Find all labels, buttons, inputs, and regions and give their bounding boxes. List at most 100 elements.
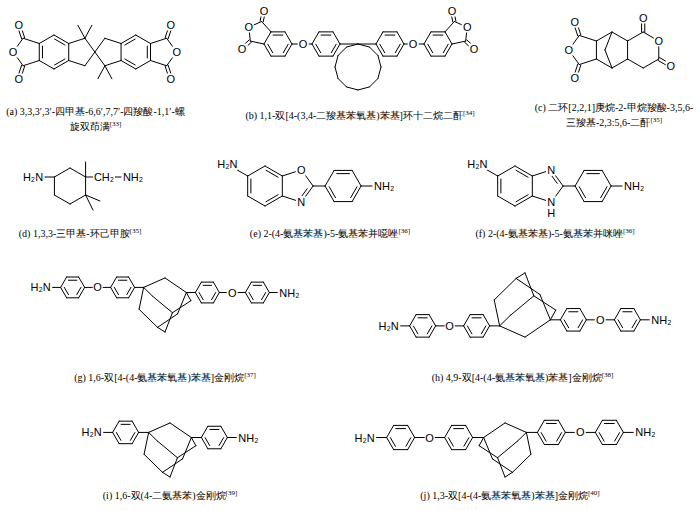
bond-line xyxy=(319,56,333,57)
bond-line xyxy=(584,432,595,433)
bond-line xyxy=(605,50,612,68)
bond-line xyxy=(516,273,525,279)
bond-line xyxy=(266,170,278,177)
bond-line xyxy=(54,35,69,44)
bond-line xyxy=(395,44,400,52)
bond-line xyxy=(596,59,612,68)
bond-line xyxy=(557,433,562,441)
bond-line xyxy=(165,313,172,332)
bond-line xyxy=(157,441,177,458)
bond-line xyxy=(85,177,86,195)
bond-line xyxy=(319,31,333,32)
bond-line xyxy=(445,438,452,450)
atom-label: O xyxy=(14,73,25,84)
bond-line xyxy=(433,35,443,36)
figure-caption: (b) 1,1-双[4-(3,4-二羧基苯氧基)苯基]环十二烷二酐[34] xyxy=(225,108,495,123)
bond-line xyxy=(39,61,54,70)
bond-line xyxy=(424,44,431,56)
bond-line xyxy=(490,325,500,326)
bond-line xyxy=(525,320,550,337)
bond-line xyxy=(516,170,528,177)
bond-line xyxy=(23,38,39,43)
bond-line xyxy=(125,39,135,45)
bond-line xyxy=(253,285,261,286)
bond-line xyxy=(165,278,186,293)
bond-line xyxy=(416,337,429,338)
bond-line xyxy=(338,47,346,55)
bond-line xyxy=(68,280,76,281)
figure-caption: (f) 2-(4-氨基苯基)-5-氨基苯并咪唑[36] xyxy=(440,226,670,241)
figure-caption: (d) 1,3,3-三甲基-环己甲胺[35] xyxy=(5,226,155,241)
bond-line xyxy=(105,38,121,43)
bond-line xyxy=(201,438,208,449)
bond-line xyxy=(466,438,473,450)
bond-line xyxy=(132,432,139,443)
bond-line xyxy=(518,432,527,441)
bond-line xyxy=(558,432,565,444)
bond-line xyxy=(445,425,452,437)
bond-line xyxy=(416,314,429,315)
bond-line xyxy=(377,437,387,438)
bond-line xyxy=(563,186,575,187)
bond-line xyxy=(262,21,271,31)
bond-line xyxy=(390,438,395,446)
bond-line xyxy=(498,441,518,458)
bond-line xyxy=(602,444,616,445)
bond-line xyxy=(68,44,69,61)
bond-line xyxy=(584,170,602,171)
bond-line xyxy=(628,59,644,68)
bond-line xyxy=(418,317,427,318)
bond-line xyxy=(429,315,436,326)
bond-line xyxy=(498,166,515,176)
bond-line xyxy=(247,42,252,46)
bond-line xyxy=(532,176,533,196)
bond-line xyxy=(429,326,436,337)
bond-line xyxy=(410,315,417,326)
caption-text: (j) 1,3-双[4-(4-氨基苯氧基)苯基]金刚烷 xyxy=(420,490,588,501)
bond-line xyxy=(406,438,411,446)
bond-line xyxy=(219,438,224,446)
bond-line xyxy=(428,44,433,52)
atom-label: O xyxy=(575,427,586,438)
bond-line xyxy=(85,52,95,66)
bond-line xyxy=(616,432,623,444)
bond-line xyxy=(150,44,151,61)
caption-text: (a) 3,3,3′,3′-四甲基-6,6′,7,7′-四羧酸-1,1′-螺旋双… xyxy=(6,106,185,132)
bond-line xyxy=(604,319,614,320)
bond-line xyxy=(634,309,641,320)
bond-line xyxy=(334,170,352,171)
bond-line xyxy=(516,278,540,294)
bond-line xyxy=(264,44,271,56)
bond-line xyxy=(347,87,359,90)
bond-line xyxy=(55,39,65,45)
bond-line xyxy=(595,420,602,432)
caption-text: (b) 1,1-双[4-(3,4-二羧基苯氧基)苯基]环十二烷二酐 xyxy=(245,110,462,121)
bond-line xyxy=(612,59,628,68)
bond-line xyxy=(537,432,544,444)
bond-line xyxy=(616,420,623,432)
bond-line xyxy=(601,187,607,198)
bond-line xyxy=(378,56,381,68)
bond-line xyxy=(248,196,265,206)
bond-line xyxy=(541,433,546,441)
bond-line xyxy=(510,296,534,316)
atom-label: O xyxy=(14,20,25,31)
atom-label: H xyxy=(546,208,556,219)
bond-line xyxy=(64,287,68,294)
bond-line xyxy=(249,292,253,299)
atom-label: O xyxy=(638,13,649,24)
bond-line xyxy=(448,438,453,446)
reference-number: [36] xyxy=(623,227,635,235)
bond-line xyxy=(16,56,23,66)
bond-line xyxy=(167,56,174,66)
reference-number: [35] xyxy=(130,227,142,235)
atom-label: H₂N xyxy=(466,159,488,170)
bond-line xyxy=(494,300,499,326)
bond-line xyxy=(85,162,86,177)
reference-number: [38] xyxy=(602,371,614,379)
bond-line xyxy=(378,67,381,79)
bond-line xyxy=(178,293,187,314)
bond-line xyxy=(565,432,575,433)
atom-label: O xyxy=(166,20,177,31)
bond-line xyxy=(121,61,136,70)
